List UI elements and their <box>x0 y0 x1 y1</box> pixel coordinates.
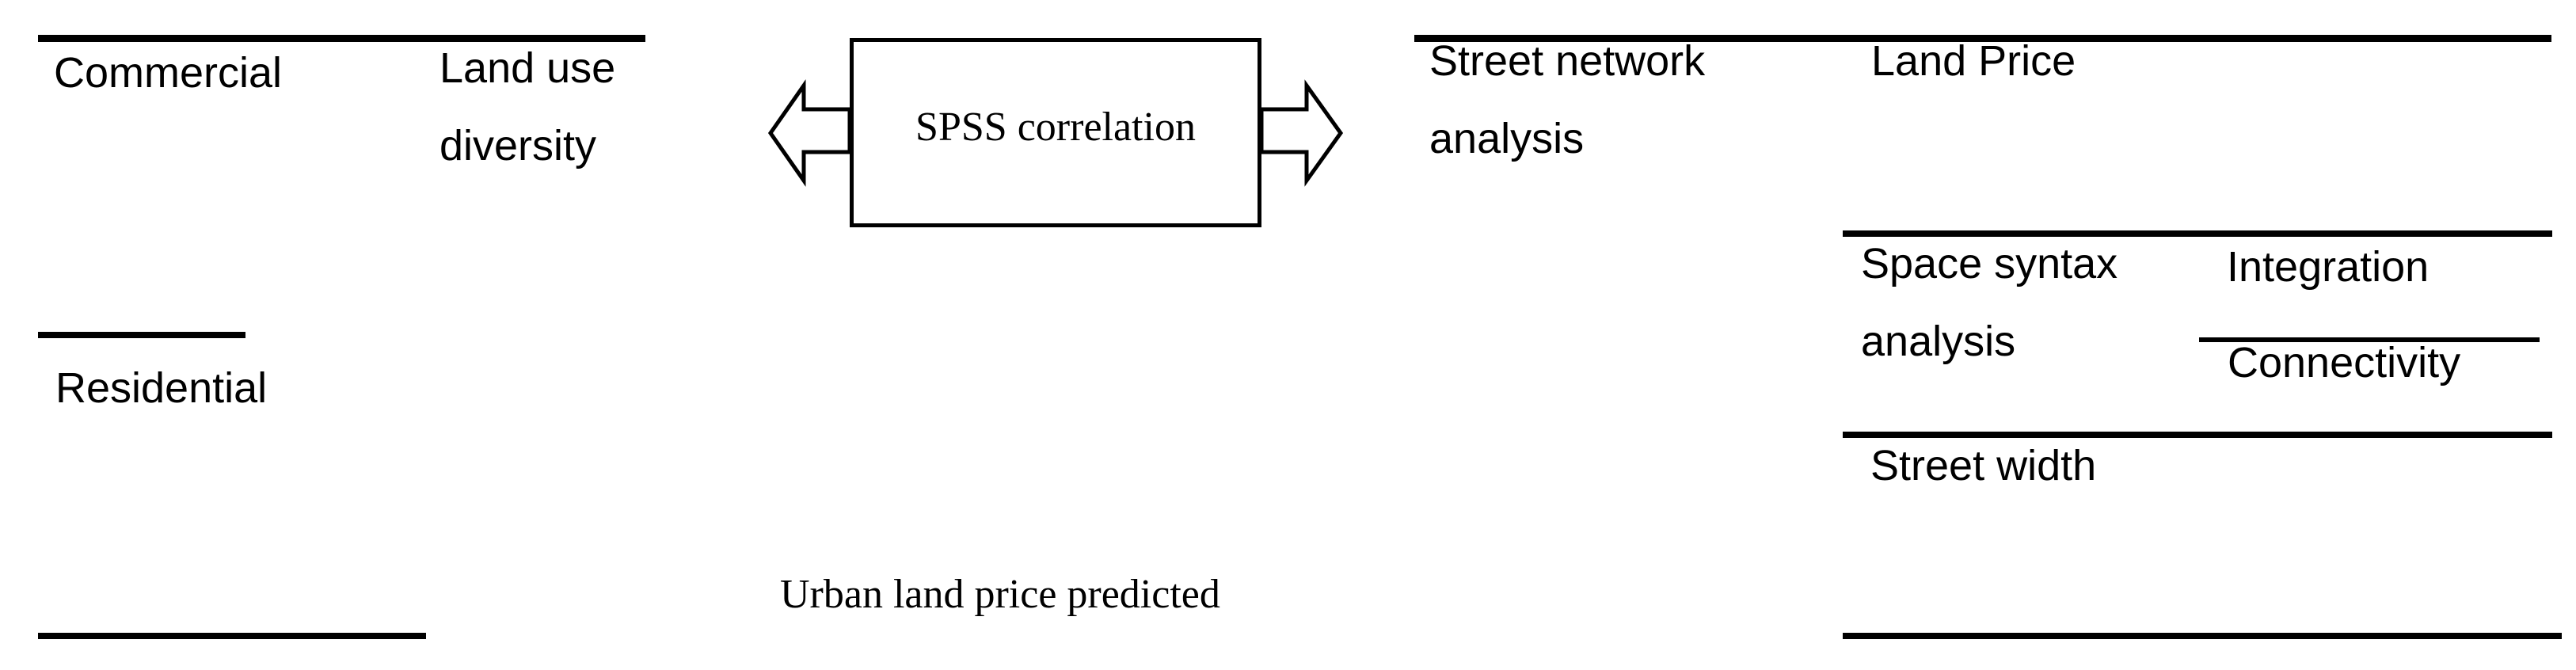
connectivity-label: Connectivity <box>2228 339 2461 386</box>
land-use-diversity-label: Land use diversity <box>439 44 616 169</box>
spss-correlation-label: SPSS correlation <box>915 104 1196 150</box>
right-table-top-rule <box>1414 35 2551 42</box>
commercial-label: Commercial <box>54 49 283 97</box>
right-table-row-rule <box>1843 230 2552 237</box>
right-table-bottom-rule <box>1843 633 2562 639</box>
space-syntax-analysis-label: Space syntax analysis <box>1861 240 2118 365</box>
spss-correlation-box: SPSS correlation <box>850 38 1261 227</box>
left-table-top-rule <box>38 35 645 42</box>
caption-urban-land-price: Urban land price predicted <box>780 572 1220 617</box>
residential-label: Residential <box>55 364 268 412</box>
left-table-middle-rule <box>38 332 245 338</box>
street-network-analysis-label: Street network analysis <box>1429 37 1706 162</box>
integration-connectivity-divider-rule <box>2199 337 2540 342</box>
left-table-bottom-rule <box>38 633 426 639</box>
land-price-label: Land Price <box>1871 37 2076 85</box>
right-table-row-rule-2 <box>1843 432 2552 438</box>
integration-label: Integration <box>2227 243 2430 291</box>
street-width-label: Street width <box>1870 442 2097 489</box>
right-block-arrow-icon <box>1259 79 1344 187</box>
left-block-arrow-icon <box>767 79 852 187</box>
